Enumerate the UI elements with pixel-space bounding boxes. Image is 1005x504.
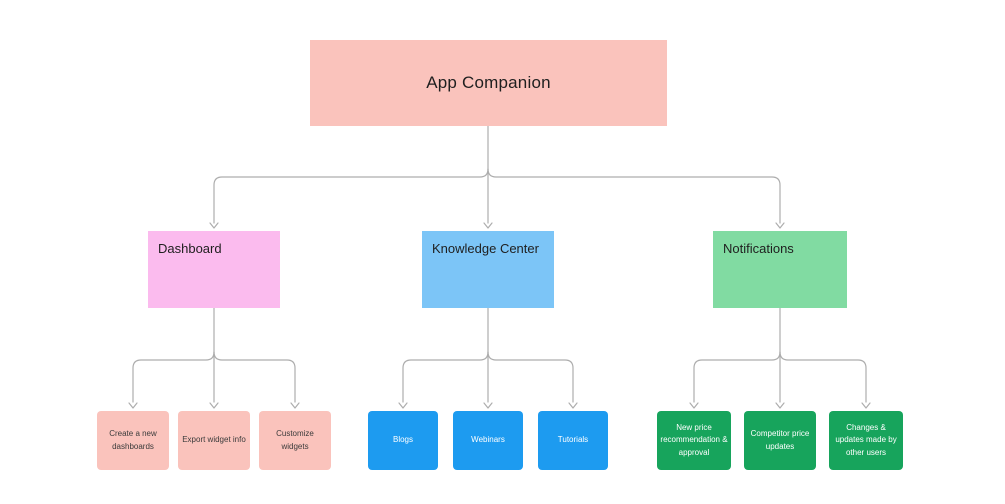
connector-dashboard-to-leaves: [128, 307, 300, 409]
node-app-companion: App Companion: [310, 40, 667, 126]
node-new-price-recommendation: New price recommendation & approval: [657, 411, 731, 470]
node-dashboard: Dashboard: [148, 231, 280, 308]
node-knowledge-center: Knowledge Center: [422, 231, 554, 308]
connector-notifications-to-leaves: [689, 307, 871, 409]
connector-knowledge-to-leaves: [398, 307, 578, 409]
node-notifications: Notifications: [713, 231, 847, 308]
connector-root-to-branches: [209, 125, 785, 229]
node-competitor-price-updates: Competitor price updates: [744, 411, 816, 470]
node-tutorials: Tutorials: [538, 411, 608, 470]
node-customize-widgets: Customize widgets: [259, 411, 331, 470]
node-changes-updates-by-users: Changes & updates made by other users: [829, 411, 903, 470]
node-export-widget-info: Export widget info: [178, 411, 250, 470]
node-create-new-dashboards: Create a new dashboards: [97, 411, 169, 470]
node-blogs: Blogs: [368, 411, 438, 470]
node-webinars: Webinars: [453, 411, 523, 470]
